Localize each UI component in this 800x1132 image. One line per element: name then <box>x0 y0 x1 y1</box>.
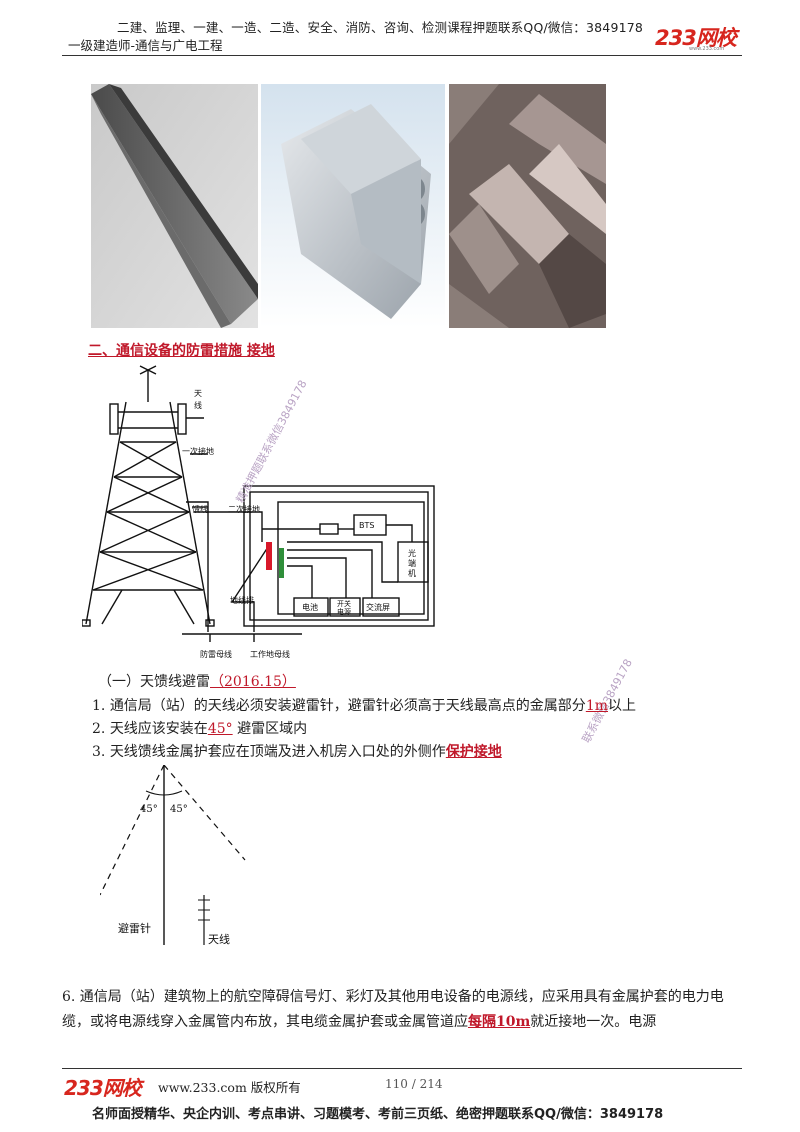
label-lightning-bus: 防雷母线 <box>200 649 232 659</box>
label-optical-1: 光 <box>408 548 416 558</box>
lightning-bus-bar <box>266 542 272 570</box>
equipment-wiring <box>182 417 435 642</box>
list-item-highlight: 保护接地 <box>445 744 502 760</box>
protection-angle-figure: 45° 45° 避雷针 天线 <box>100 765 246 946</box>
left-protection-line <box>100 765 165 896</box>
label-antenna-2: 线 <box>194 400 202 410</box>
angle-steel-photo <box>449 84 606 328</box>
footer-ad-line: 名师面授精华、央企内训、考点串讲、习题模考、考前三页纸、绝密押题联系QQ/微信：… <box>92 1107 664 1122</box>
subsection-title: （一）天馈线避雷（2016.15） <box>98 671 296 691</box>
antenna-label: 天线 <box>208 932 230 946</box>
footer-divider <box>62 1068 742 1069</box>
left-angle-label: 45° <box>140 804 158 815</box>
paragraph-text: 6. 通信局（站）建筑物上的航空障碍信号灯、彩灯及其他用电设备的电源线，应采用具… <box>62 989 724 1030</box>
label-ac-panel: 交流屏 <box>366 602 390 612</box>
label-battery: 电池 <box>302 602 318 612</box>
document-subtitle: 一级建造师-通信与广电工程 <box>68 38 223 53</box>
page-number: 110 / 214 <box>385 1077 443 1091</box>
list-item: 3. 天线馈线金属护套应在顶端及进入机房入口处的外侧作保护接地 <box>92 741 502 761</box>
paragraph-item-6: 6. 通信局（站）建筑物上的航空障碍信号灯、彩灯及其他用电设备的电源线，应采用具… <box>62 985 742 1035</box>
angle-arc <box>145 790 183 796</box>
right-protection-line <box>163 765 246 861</box>
list-item-number: 2. <box>92 721 106 737</box>
list-item-text: 天线馈线金属护套应在顶端及进入机房入口处的外侧作 <box>109 744 446 760</box>
header-contact-line: 二建、监理、一建、一造、二造、安全、消防、咨询、检测课程押题联系QQ/微信：38… <box>117 20 644 35</box>
paragraph-highlight: 每隔10m <box>468 1014 531 1030</box>
list-item-text: 通信局（站）的天线必须安装避雷针，避雷针必须高于天线最高点的金属部分 <box>109 698 586 714</box>
work-ground-bar <box>279 548 284 578</box>
brand-logo-url: www.233.com <box>689 46 725 52</box>
section-title: 二、通信设备的防雷措施 接地 <box>88 343 275 359</box>
label-feeder: 馈线 <box>192 504 208 514</box>
brand-logo-text: 233网校 <box>655 26 737 50</box>
label-switch-power-2: 电源 <box>337 607 351 616</box>
channel-steel-photo <box>91 84 258 328</box>
list-item-text-end: 以上 <box>608 698 636 714</box>
label-ground-bar: 地线排 <box>230 595 254 605</box>
label-bts: BTS <box>359 521 374 530</box>
list-item-highlight: 1m <box>585 698 608 714</box>
list-item-highlight: 45° <box>207 721 233 737</box>
list-item-number: 1. <box>92 698 106 714</box>
label-optical-2: 端 <box>408 558 416 568</box>
label-first-ground: 一次接地 <box>182 446 214 456</box>
brand-logo: 233网校 www.233.com <box>655 22 740 52</box>
subsection-title-text: （一）天馈线避雷 <box>98 674 210 690</box>
tower <box>82 365 215 627</box>
list-item-text-end: 避雷区域内 <box>232 721 308 737</box>
aluminum-profile-photo <box>261 84 445 328</box>
label-optical-3: 机 <box>408 568 416 578</box>
list-item: 2. 天线应该安装在45° 避雷区域内 <box>92 718 307 738</box>
footer-copyright: www.233.com 版权所有 <box>158 1080 301 1095</box>
rod-label: 避雷针 <box>118 921 151 935</box>
paragraph-text-end: 就近接地一次。电源 <box>530 1014 657 1030</box>
grounding-diagram: 天 线 一次接地 馈线 二次接地 BTS 光 端 机 地线排 电池 开关 电源 … <box>82 365 435 659</box>
subsection-year: （2016.15） <box>210 674 296 690</box>
footer-logo: 233网校 <box>64 1076 142 1100</box>
label-second-ground: 二次接地 <box>228 504 260 514</box>
label-antenna-1: 天 <box>194 389 202 398</box>
list-item-number: 3. <box>92 744 106 760</box>
header-divider <box>62 55 742 56</box>
label-work-ground-bus: 工作地母线 <box>250 649 290 659</box>
list-item: 1. 通信局（站）的天线必须安装避雷针，避雷针必须高于天线最高点的金属部分1m以… <box>92 695 636 715</box>
right-angle-label: 45° <box>170 804 188 815</box>
list-item-text: 天线应该安装在 <box>109 721 208 737</box>
label-switch-power-1: 开关 <box>337 599 351 608</box>
